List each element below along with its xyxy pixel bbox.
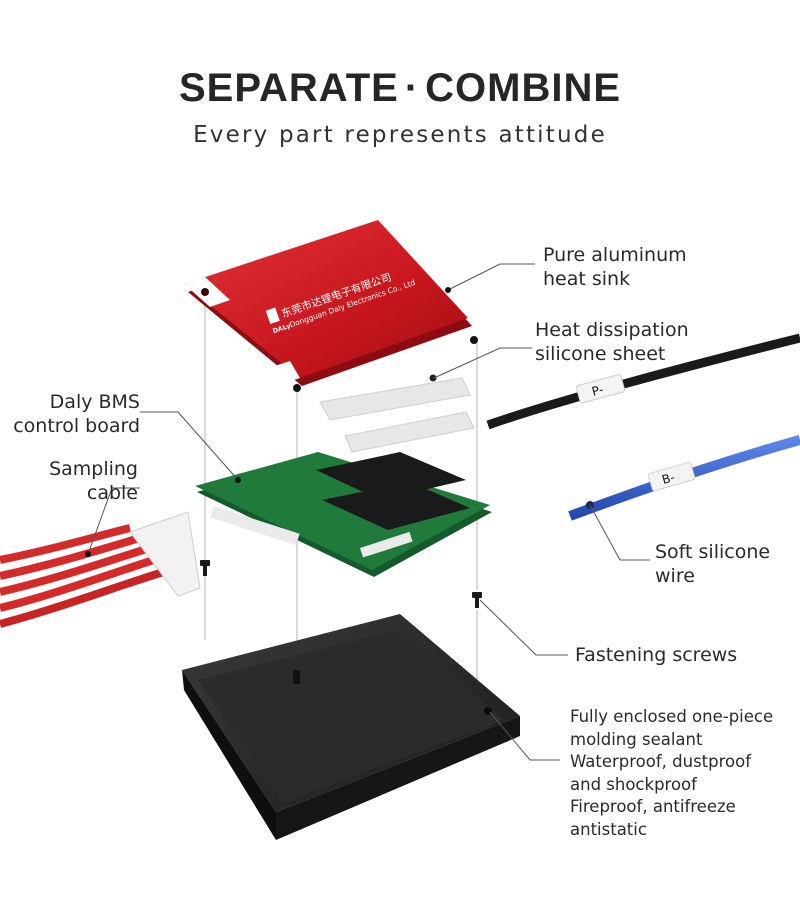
label-silicone-sheet: Heat dissipation silicone sheet bbox=[535, 319, 689, 365]
label-bms-board: Daly BMS control board bbox=[13, 391, 140, 437]
sampling-cable bbox=[0, 511, 201, 628]
black-enclosure bbox=[182, 614, 520, 840]
daly-logo-icon bbox=[265, 307, 280, 324]
label-sampling-cable: Sampling cable bbox=[49, 458, 138, 504]
label-heat-sink: Pure aluminum heat sink bbox=[543, 244, 687, 290]
page-title: SEPARATE·COMBINE bbox=[0, 66, 800, 111]
wire-tag-b: B- bbox=[660, 470, 676, 487]
bms-control-board bbox=[195, 452, 492, 577]
silicone-sheets bbox=[319, 374, 475, 453]
blue-wire-b: B- bbox=[568, 435, 800, 521]
title-right: COMBINE bbox=[425, 66, 622, 110]
label-enclosure: Fully enclosed one-piece molding sealant… bbox=[570, 707, 774, 839]
aluminum-heat-sink: 东莞市达锂电子有限公司 DALy Dongguan Daly Electroni… bbox=[184, 220, 478, 392]
callout-dots bbox=[85, 287, 451, 557]
page-subtitle: Every part represents attitude bbox=[193, 122, 607, 148]
fastening-screws bbox=[200, 560, 482, 608]
black-wire-p: P- bbox=[486, 333, 800, 430]
label-silicone-wire: Soft silicone wire bbox=[655, 541, 771, 587]
callout-lines bbox=[87, 263, 650, 761]
wire-tag-p: P- bbox=[590, 382, 605, 398]
label-screws: Fastening screws bbox=[575, 644, 738, 666]
title-separator: · bbox=[404, 66, 420, 110]
title-left: SEPARATE bbox=[178, 66, 399, 110]
